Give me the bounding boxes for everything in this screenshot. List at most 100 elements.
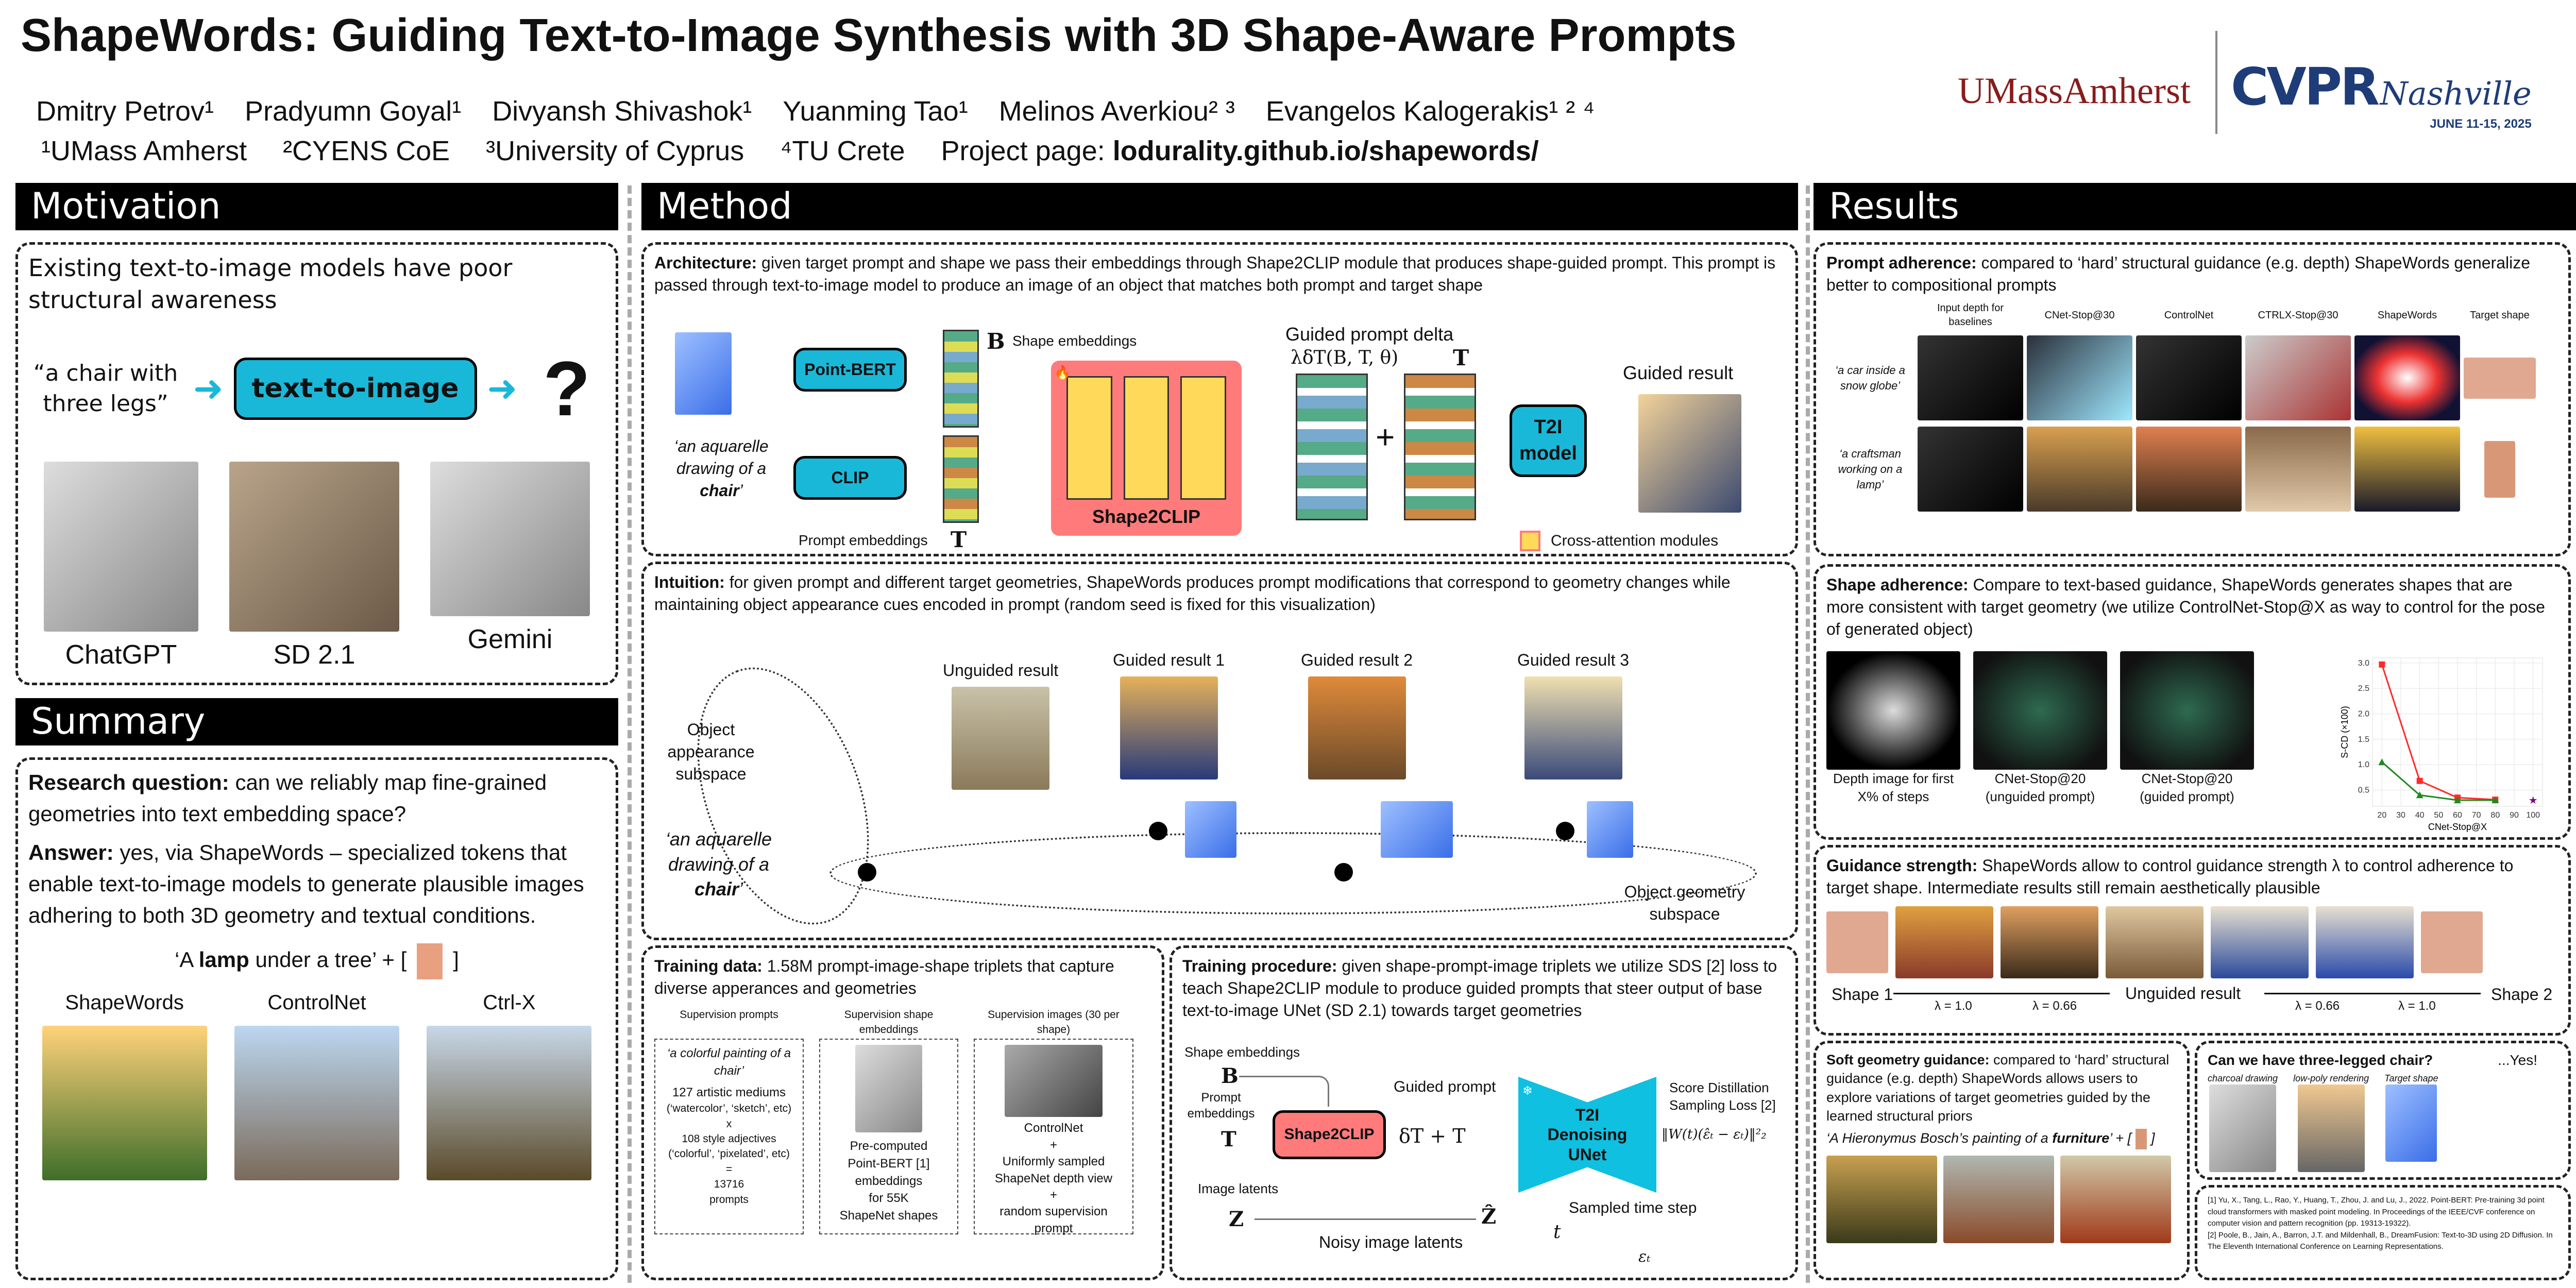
training-procedure-panel: Training procedure: given shape-prompt-i… [1170, 945, 1798, 1280]
arrow-icon: ➜ [193, 368, 224, 409]
author: Divyansh Shivashok¹ [492, 96, 752, 127]
fire-icon: 🔥 [1054, 365, 1071, 380]
result-label: Unguided result [943, 661, 1059, 680]
cvpr-logo: CVPR Nashville JUNE 11-15, 2025 [2231, 57, 2532, 131]
geometry-subspace-ellipse [829, 832, 1757, 914]
lamp-shape-icon [417, 943, 443, 980]
controlnet-chair-image [1005, 1045, 1103, 1117]
answer: Answer: yes, via ShapeWords – specialize… [28, 840, 584, 927]
author: Melinos Averkiou² ³ [998, 96, 1235, 127]
bosch-result [1943, 1155, 2054, 1243]
ctrlx-car [2245, 335, 2351, 421]
controlnet-car [2136, 335, 2242, 421]
motivation-text: Existing text-to-image models have poor … [28, 254, 513, 314]
unet-block: T2I Denoising UNet [1518, 1077, 1656, 1193]
guidance-strength-panel: Guidance strength: ShapeWords allow to c… [1814, 845, 2571, 1036]
unguided-result [2106, 906, 2204, 979]
shapewords-lamp [2354, 427, 2460, 512]
y-tick-label: 2.0 [2358, 709, 2369, 718]
appearance-subspace-ellipse [665, 643, 902, 948]
affiliations: ¹UMass Amherst ²CYENS CoE ³University of… [41, 135, 1539, 167]
caption: Gemini [467, 624, 553, 654]
result-label: Guided result 1 [1113, 651, 1225, 669]
column-title: Supervision shape embeddings [844, 1009, 934, 1036]
affiliation: ²CYENS CoE [283, 135, 450, 166]
author: Yuanming Tao¹ [783, 96, 968, 127]
target-shape-3 [1587, 801, 1633, 858]
reference: [2] Poole, B., Jain, A., Barron, J.T. an… [2208, 1230, 2553, 1251]
project-page: Project page: lodurality.github.io/shape… [941, 135, 1539, 166]
z-symbol: Z [1229, 1207, 1244, 1231]
summary-panel: Research question: can we reliably map f… [15, 757, 618, 1280]
caption: ChatGPT [65, 639, 177, 670]
data-point: ★ [2529, 795, 2538, 806]
b-arrow [1239, 1076, 1329, 1107]
column-divider [1806, 185, 1810, 1283]
x-tick-label: 30 [2396, 811, 2405, 820]
b-symbol: B [1221, 1064, 1239, 1088]
snowflake-icon: ❄ [1522, 1084, 1533, 1098]
delta-embedding-bars [1296, 374, 1368, 520]
latent-arrow [1255, 1218, 1476, 1220]
lambda-result [2211, 906, 2309, 979]
bosch-result [1826, 1155, 1937, 1243]
summary-heading: Summary [15, 698, 618, 745]
unguided-result-image [952, 687, 1050, 790]
poster-title: ShapeWords: Guiding Text-to-Image Synthe… [21, 10, 1737, 61]
project-link[interactable]: lodurality.github.io/shapewords/ [1112, 135, 1539, 166]
input-chair-shape [675, 332, 732, 415]
t-symbol: T [951, 527, 967, 552]
motivation-heading: Motivation [15, 183, 618, 230]
caption: Ctrl-X [483, 991, 536, 1014]
shape-point-1 [1149, 822, 1167, 840]
column-label: Input depth for baselines [1937, 302, 2004, 328]
guided-result-label: Guided result [1623, 362, 1734, 383]
reference: [1] Yu, X., Tang, L., Rao, Y., Huang, T.… [2208, 1196, 2545, 1228]
prompt-embedding-bars [943, 435, 979, 523]
depth-lamp [1918, 427, 2023, 512]
column-title: Supervision images (30 per shape) [988, 1009, 1120, 1036]
data-point [2416, 791, 2424, 799]
training-data-panel: Training data: 1.58M prompt-image-shape … [641, 945, 1164, 1280]
prompt-adherence-panel: Prompt adherence: compared to ‘hard’ str… [1814, 242, 2571, 556]
logo-divider [2215, 31, 2217, 134]
x-tick-label: 80 [2490, 811, 2500, 820]
data-point [2492, 796, 2499, 804]
table-shape-icon [2136, 1128, 2147, 1149]
target-shape-1 [1185, 801, 1236, 858]
legend-label: Cross-attention modules [1551, 532, 1719, 549]
sd21-chair-image [229, 461, 399, 632]
lambda-axis: Shape 1 Unguided result Shape 2 λ = 1.0 … [1832, 984, 2553, 1013]
depth-car [1918, 335, 2023, 421]
text-to-image-box: text-to-image [233, 358, 477, 420]
b-symbol: B [987, 329, 1005, 354]
guided-result-1-image [1120, 676, 1218, 780]
x-tick-label: 20 [2377, 811, 2386, 820]
results-heading: Results [1814, 183, 2576, 230]
point-bert-module: Point-BERT [793, 348, 907, 392]
shape-embedding-bars [943, 330, 979, 428]
column-divider [628, 185, 632, 1283]
author: Pradyumn Goyal¹ [245, 96, 462, 127]
ctrlx-lamp [2245, 427, 2351, 512]
prompt-embedding-bars [1404, 374, 1476, 520]
target-lamp-shape [2484, 440, 2515, 498]
delta-formula: λδT(B, T, θ) [1291, 347, 1399, 368]
lambda-result [2316, 906, 2414, 979]
shape-point-2 [1334, 863, 1353, 882]
controlnet-lamp-image [234, 1026, 399, 1181]
cross-attention-module [1066, 376, 1112, 500]
motivation-prompt: “a chair with three legs” [33, 360, 178, 417]
cross-attention-module [1123, 376, 1170, 500]
row-label: ‘a car inside a snow globe’ [1835, 364, 1905, 392]
architecture-panel: Architecture: given target prompt and sh… [641, 242, 1798, 556]
author-list: Dmitry Petrov¹ Pradyumn Goyal¹ Divyansh … [36, 95, 1595, 127]
column-label: CTRLX-Stop@30 [2258, 309, 2338, 321]
summary-example-prompt: ‘A lamp under a tree’ + [] [28, 943, 605, 980]
method-heading: Method [641, 183, 1798, 230]
affiliation: ¹UMass Amherst [41, 135, 247, 166]
caption: ShapeWords [65, 991, 184, 1014]
guided-result-2-image [1308, 676, 1406, 780]
